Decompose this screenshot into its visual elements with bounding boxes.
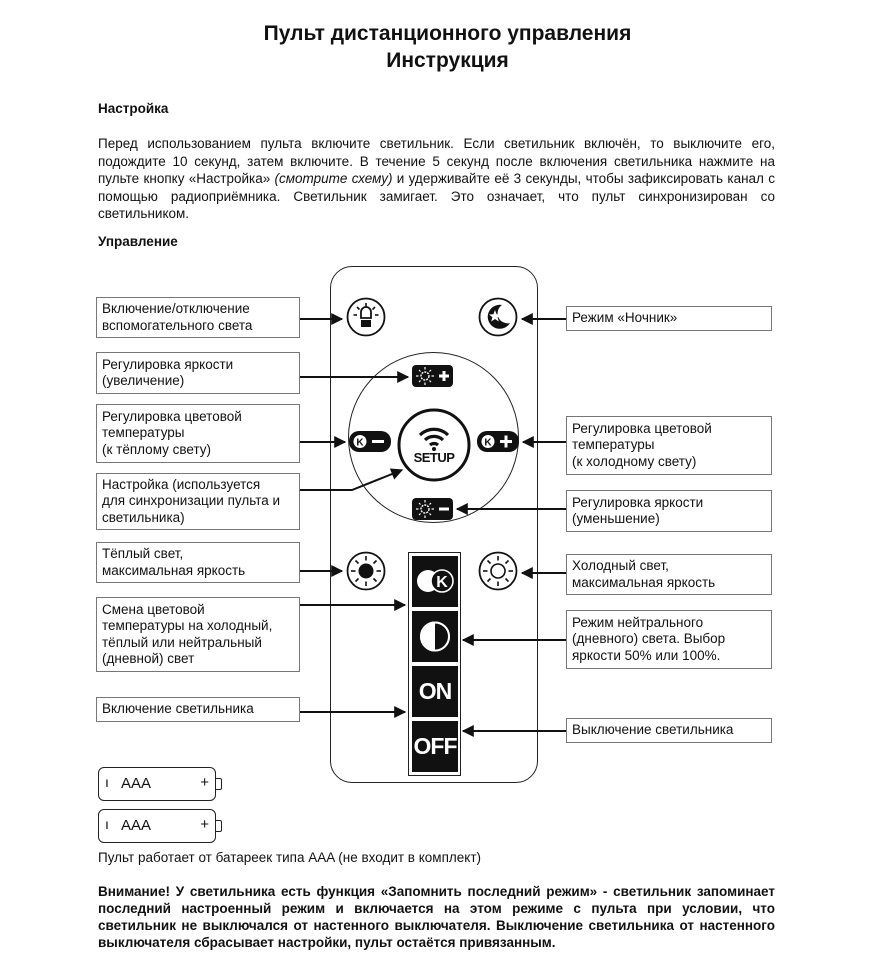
label-line: (уменьшение)	[572, 511, 660, 526]
label-line: для синхронизации пульта и	[102, 493, 281, 509]
setup-paragraph: Перед использованием пульта включите све…	[98, 135, 775, 223]
k-minus-letter: K	[356, 438, 364, 449]
off-label: OFF	[413, 733, 458, 759]
button-strip: K ON OFF	[408, 552, 461, 776]
label-line: Регулировка цветовой	[572, 420, 712, 436]
cold-max-button[interactable]	[478, 551, 518, 591]
label-line: тёплый или нейтральный	[102, 634, 262, 650]
night-mode-button[interactable]	[478, 297, 518, 337]
sun-outline-icon	[478, 551, 518, 591]
setup-heading: Настройка	[98, 101, 169, 116]
label-line: (дневной) свет	[102, 651, 195, 666]
setup-button[interactable]: SETUP	[397, 408, 471, 482]
label-brightness-down: Регулировка яркости (уменьшение)	[566, 490, 772, 532]
label-line: максимальная яркость	[102, 562, 246, 578]
battery-tip	[216, 778, 222, 790]
label-line: Режим нейтрального	[572, 614, 704, 630]
battery-2: ı AAA +	[98, 809, 222, 843]
battery-note: Пульт работает от батареек типа AAA (не …	[98, 850, 481, 865]
label-on: Включение светильника	[96, 697, 300, 722]
label-temp-cold: Регулировка цветовой температуры (к холо…	[566, 416, 772, 475]
label-line: вспомогательного света	[102, 317, 253, 333]
temp-cycle-button[interactable]: K	[412, 556, 458, 607]
label-line: светильника)	[102, 509, 185, 525]
setup-text-2: и удерживайте её 3 секунды, чтобы зафикс…	[98, 171, 775, 221]
label-cold-max: Холодный свет, максимальная яркость	[566, 554, 772, 595]
battery-1: ı AAA +	[98, 767, 222, 801]
battery-label: AAA	[121, 817, 152, 834]
k-minus-icon: K	[353, 435, 384, 449]
battery-plus: +	[200, 774, 209, 791]
label-temp-cycle: Смена цветовой температуры на холодный, …	[96, 597, 300, 672]
battery-minus: ı	[105, 816, 109, 832]
label-line: (к тёплому свету)	[102, 441, 212, 457]
wifi-icon	[397, 408, 471, 482]
brightness-up-button[interactable]	[412, 365, 453, 387]
label-line: температуры	[572, 437, 655, 453]
moon-star-icon	[478, 297, 518, 337]
label-line: (к холодному свету)	[572, 453, 697, 469]
label-line: Регулировка цветовой	[102, 408, 242, 424]
label-aux-light: Включение/отключение вспомогательного св…	[96, 297, 300, 338]
temp-warm-button[interactable]: K	[349, 431, 391, 452]
battery-plus: +	[200, 816, 209, 833]
half-circle-icon	[420, 621, 450, 652]
setup-text-1: Перед использованием пульта включите све…	[98, 136, 775, 186]
label-line: яркости 50% или 100%.	[572, 647, 721, 663]
label-line: Регулировка яркости	[102, 356, 234, 372]
warning-paragraph: Внимание! У светильника есть функция «За…	[98, 884, 775, 950]
label-setup: Настройка (используется для синхронизаци…	[96, 473, 300, 530]
label-line: Настройка (используется	[102, 476, 261, 492]
sun-plus-icon	[416, 367, 449, 385]
neutral-mode-button[interactable]	[412, 611, 458, 662]
warm-max-button[interactable]	[346, 551, 386, 591]
off-button[interactable]: OFF	[412, 721, 458, 772]
label-line: Тёплый свет,	[102, 546, 184, 561]
on-label: ON	[418, 678, 453, 704]
k-plus-icon: K	[481, 435, 512, 449]
temp-cold-button[interactable]: K	[477, 431, 519, 452]
sun-minus-icon	[416, 500, 449, 518]
k-plus-letter: K	[484, 438, 492, 449]
label-neutral: Режим нейтрального (дневного) света. Выб…	[566, 610, 772, 669]
label-off: Выключение светильника	[566, 718, 772, 743]
half-moon-k-icon: K	[417, 569, 454, 593]
brightness-down-button[interactable]	[412, 498, 453, 520]
battery-label: AAA	[121, 775, 152, 792]
label-line: Включение/отключение	[102, 301, 250, 316]
aux-light-button[interactable]	[346, 297, 386, 337]
setup-text-em: (смотрите схему)	[274, 171, 393, 186]
label-line: Холодный свет,	[572, 558, 669, 573]
arrow-setup	[300, 468, 404, 491]
label-line: Смена цветовой	[102, 601, 205, 617]
battery-minus: ı	[105, 774, 109, 790]
label-line: Выключение светильника	[572, 722, 734, 738]
label-line: температуры на холодный,	[102, 618, 273, 633]
sun-filled-icon	[346, 551, 386, 591]
control-heading: Управление	[98, 234, 178, 249]
label-brightness-up: Регулировка яркости (увеличение)	[96, 352, 300, 394]
page-title: Пульт дистанционного управления	[263, 22, 632, 45]
label-line: максимальная яркость	[572, 574, 716, 590]
label-line: Режим «Ночник»	[572, 310, 678, 326]
cycle-k-letter: K	[436, 574, 448, 591]
label-warm-max: Тёплый свет, максимальная яркость	[96, 542, 300, 583]
setup-label: SETUP	[413, 450, 455, 465]
label-line: Регулировка яркости	[572, 494, 704, 510]
bulb-icon	[346, 297, 386, 337]
label-line: Включение светильника	[102, 701, 254, 717]
label-night: Режим «Ночник»	[566, 306, 772, 331]
label-line: (дневного) света. Выбор	[572, 631, 726, 647]
on-button[interactable]: ON	[412, 666, 458, 717]
label-temp-warm: Регулировка цветовой температуры (к тёпл…	[96, 404, 300, 463]
page-subtitle: Инструкция	[386, 49, 509, 72]
label-line: (увеличение)	[102, 373, 185, 388]
label-line: температуры	[102, 425, 185, 441]
battery-tip	[216, 820, 222, 832]
